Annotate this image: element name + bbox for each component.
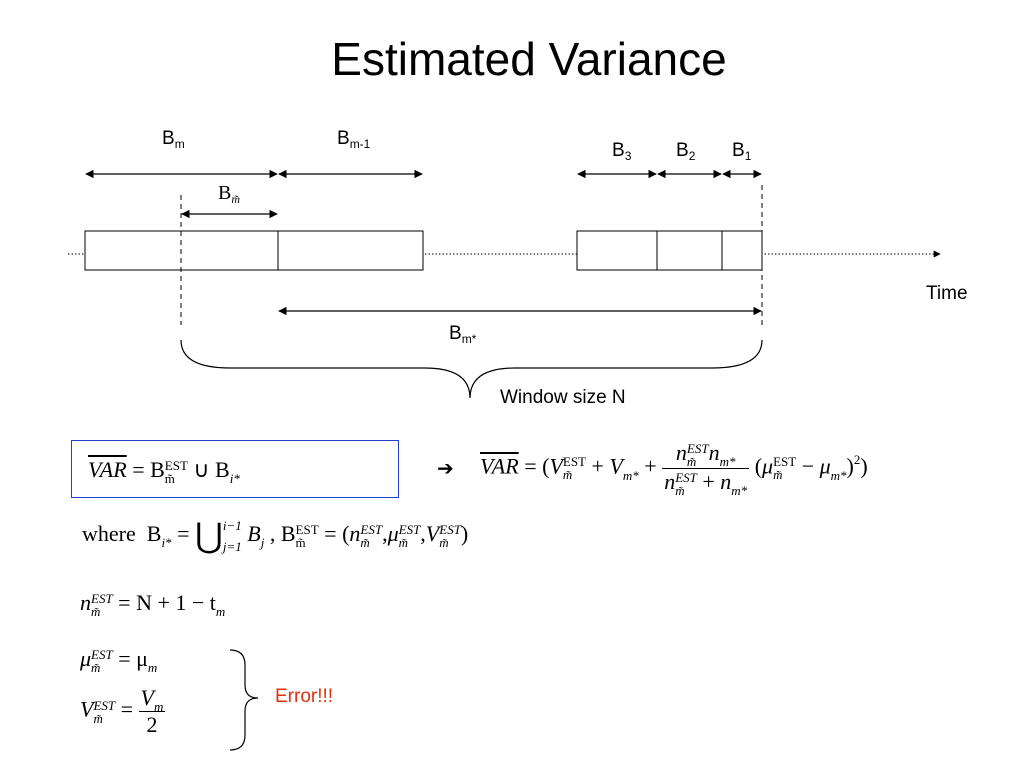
block-b1 [721,230,763,271]
label-b2: B2 [676,140,696,163]
error-label: Error!!! [275,686,334,707]
label-window-size: Window size N [500,387,626,408]
label-bm: Bm [162,128,185,151]
label-bmstar: Bm* [449,323,477,346]
slide-title: Estimated Variance [331,33,727,85]
label-b3: B3 [612,140,632,163]
label-bmtilde: Bm̃ [218,182,241,206]
boxed-formula [71,440,399,498]
window-brace [180,339,763,399]
implies-arrow-icon: ➔ [437,458,454,480]
block-bm1 [277,230,424,271]
block-b2 [656,230,723,271]
label-bm1: Bm-1 [337,128,371,151]
label-time: Time [926,283,968,304]
label-b1: B1 [732,140,752,163]
block-b3 [576,230,658,271]
error-brace [229,649,259,751]
